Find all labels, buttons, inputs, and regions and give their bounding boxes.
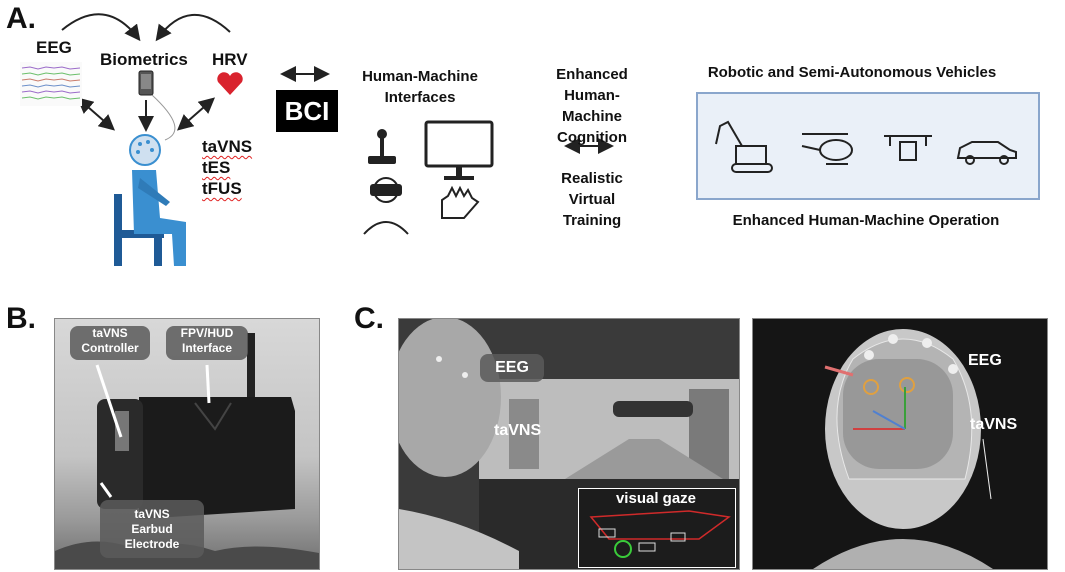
training-label: Realistic Virtual Training — [538, 168, 646, 231]
stim-tavns: taVNS — [202, 137, 253, 156]
panel-b-letter: B. — [6, 302, 36, 335]
panel-c-letter: C. — [354, 302, 384, 335]
gaze-label: visual gaze — [615, 490, 697, 507]
vr-headset-icon — [363, 177, 409, 235]
controller-line2: Controller — [81, 341, 139, 355]
electrode-line2: Earbud — [131, 521, 173, 536]
arc-eeg-biometrics — [61, 13, 141, 42]
hmi-title-line1: Human-Machine — [362, 68, 478, 85]
electrode-line1: taVNS — [134, 506, 170, 521]
vehicles-title: Robotic and Semi-Autonomous Vehicles — [707, 64, 997, 81]
arc-hrv-biometrics — [155, 14, 231, 42]
stim-tfus: tFUS — [202, 179, 242, 198]
cognition-line1: Enhanced — [556, 66, 628, 83]
eeg-trace-icon — [20, 62, 82, 106]
joystick-icon — [368, 129, 396, 164]
stimulation-list: taVNS tES tFUS — [202, 136, 252, 199]
eeg-right-label: EEG — [968, 352, 1002, 369]
hmi-icons — [363, 120, 494, 235]
eeg-label: EEG — [36, 38, 72, 57]
ir-drawing — [813, 329, 993, 569]
gaze-drawing — [589, 510, 731, 558]
phone-sensor-icon — [138, 70, 154, 96]
excavator-icon — [715, 120, 773, 173]
person-seated-icon — [114, 134, 186, 266]
operation-label: Enhanced Human-Machine Operation — [732, 212, 1000, 229]
hrv-label: HRV — [212, 50, 248, 69]
hmi-title: Human-Machine Interfaces — [350, 66, 490, 108]
training-line2: Virtual — [568, 191, 616, 208]
cognition-line2: Human-Machine — [561, 87, 622, 125]
interface-line2: Interface — [181, 341, 233, 355]
glove-icon — [441, 185, 480, 219]
heart-icon — [217, 72, 243, 95]
controller-caption: taVNS Controller — [70, 326, 150, 360]
stim-tes: tES — [202, 158, 231, 177]
tavns-right-label: taVNS — [970, 416, 1018, 433]
monitor-icon — [424, 120, 494, 180]
vehicle-icons — [715, 120, 1017, 173]
training-line3: Training — [562, 212, 622, 229]
cognition-label: Enhanced Human-Machine Cognition — [538, 64, 646, 148]
ir-photo — [752, 318, 1048, 570]
interface-caption: FPV/HUD Interface — [166, 326, 248, 360]
cognition-line3: Cognition — [557, 129, 627, 146]
gaze-inset — [578, 488, 736, 568]
arrow-eeg-person — [76, 97, 116, 131]
tavns-left-label: taVNS — [494, 422, 542, 439]
biometrics-label: Biometrics — [100, 50, 188, 69]
electrode-caption: taVNS Earbud Electrode — [100, 500, 204, 558]
vehicles-box — [696, 92, 1040, 200]
panel-a-arrows — [61, 13, 614, 154]
sensor-wire — [151, 94, 176, 141]
eeg-left-label: EEG — [480, 354, 544, 382]
electrode-line3: Electrode — [124, 536, 180, 551]
interface-line1: FPV/HUD — [180, 326, 234, 340]
controller-line1: taVNS — [92, 326, 128, 340]
drone-icon — [884, 135, 932, 161]
training-line1: Realistic — [561, 170, 623, 187]
panel-a-letter: A. — [6, 2, 36, 35]
helicopter-icon — [801, 133, 853, 165]
arrow-hrv-person — [176, 97, 216, 131]
car-icon — [956, 141, 1017, 165]
hmi-title-line2: Interfaces — [384, 89, 456, 106]
bci-box: BCI — [276, 90, 338, 132]
